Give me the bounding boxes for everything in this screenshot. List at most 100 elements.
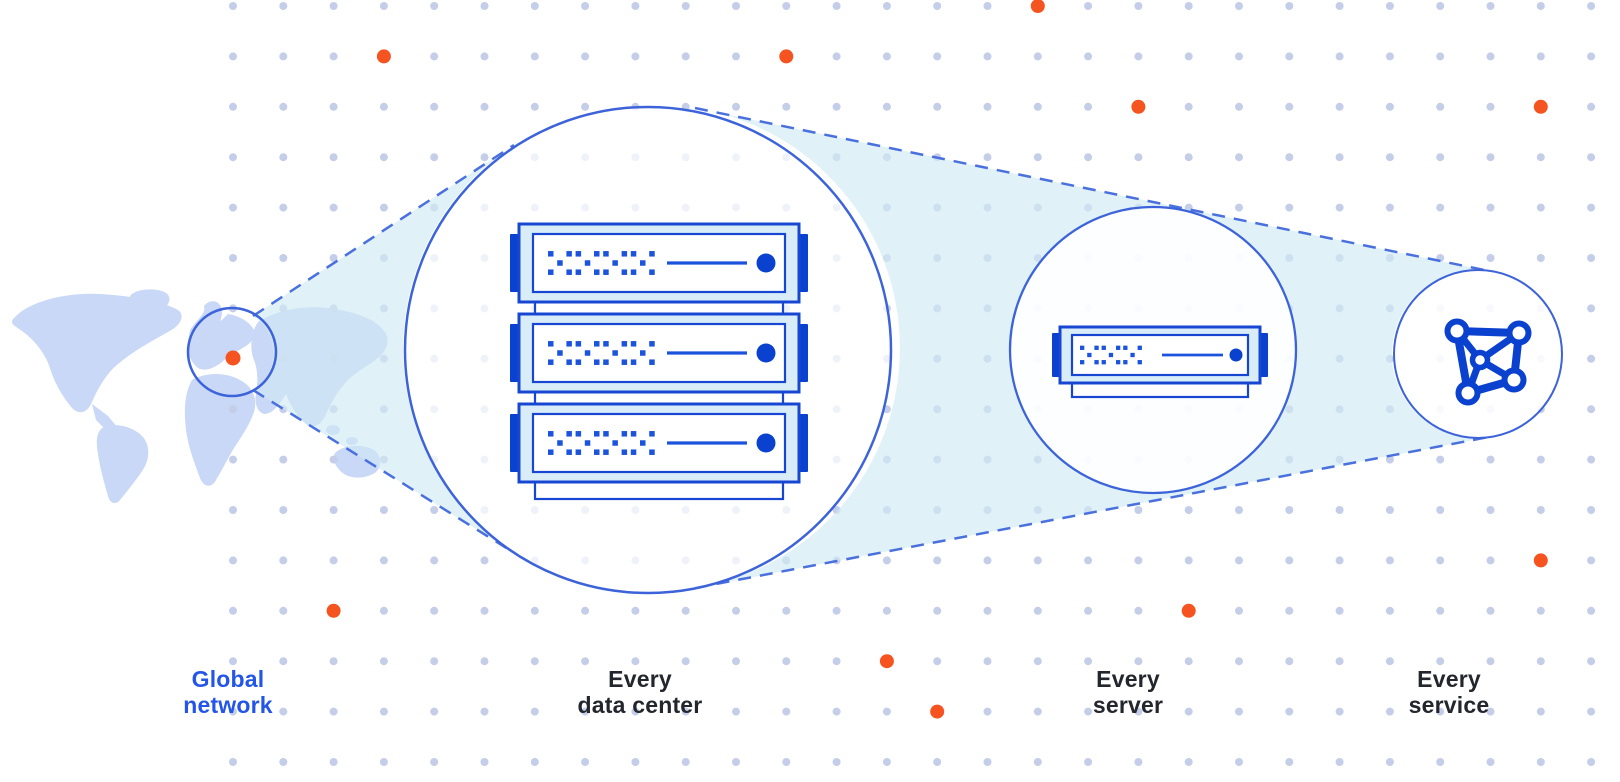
grid-dot bbox=[882, 707, 891, 716]
zoom-cone-left bbox=[253, 145, 514, 549]
grid-dot bbox=[782, 707, 791, 716]
indicator-dot bbox=[756, 343, 776, 363]
grid-dot bbox=[1285, 203, 1294, 212]
led-square bbox=[603, 359, 609, 365]
location-dot bbox=[225, 350, 241, 366]
grid-dot bbox=[832, 707, 841, 716]
grid-dot bbox=[832, 606, 841, 615]
led-square bbox=[603, 449, 609, 455]
zoom-dashed-lines bbox=[252, 106, 1495, 590]
grid-dot bbox=[1335, 203, 1344, 212]
grid-dot bbox=[832, 52, 841, 61]
grid-dot bbox=[379, 506, 388, 514]
label-every-data-center: Every data center bbox=[578, 666, 703, 718]
grid-dot bbox=[1385, 455, 1394, 464]
grid-dot bbox=[329, 102, 338, 111]
accent-dot bbox=[1030, 0, 1045, 13]
grid-dot bbox=[229, 657, 237, 666]
grid-dot bbox=[681, 606, 690, 615]
grid-dot bbox=[1587, 254, 1596, 262]
grid-dot bbox=[1033, 707, 1042, 716]
led-square bbox=[1108, 352, 1114, 358]
grid-dot bbox=[1184, 506, 1193, 514]
grid-dot bbox=[430, 52, 439, 61]
grid-dot bbox=[229, 2, 237, 10]
grid-dot bbox=[1587, 153, 1596, 162]
grid-dot bbox=[1235, 657, 1243, 666]
grid-dot bbox=[732, 2, 740, 10]
grid-dot bbox=[983, 758, 992, 766]
led-square bbox=[640, 440, 646, 446]
led-square bbox=[630, 431, 637, 437]
grid-dot bbox=[329, 657, 338, 666]
led-square bbox=[649, 449, 655, 455]
led-square bbox=[612, 260, 618, 266]
led-square bbox=[1137, 345, 1142, 350]
led-square bbox=[548, 251, 554, 257]
led-square bbox=[1123, 360, 1128, 365]
grid-dot bbox=[1184, 52, 1193, 61]
grid-dot bbox=[1587, 506, 1596, 514]
grid-dot bbox=[329, 506, 338, 514]
continent bbox=[96, 425, 149, 504]
dashed-line bbox=[694, 434, 1495, 590]
continent bbox=[184, 374, 256, 486]
grid-dot bbox=[1436, 455, 1445, 464]
grid-dot bbox=[279, 657, 288, 666]
grid-dot bbox=[1436, 52, 1445, 61]
grid-dot bbox=[631, 606, 640, 615]
grid-dot bbox=[782, 102, 791, 111]
grid-dot bbox=[1285, 102, 1294, 111]
grid-dot bbox=[229, 506, 237, 514]
label-every-service: Every service bbox=[1409, 666, 1490, 718]
grid-dot bbox=[983, 52, 992, 61]
led-square bbox=[548, 269, 554, 275]
grid-dot bbox=[631, 52, 640, 61]
grid-dot bbox=[1436, 606, 1445, 615]
grid-dot bbox=[430, 707, 439, 716]
grid-dot bbox=[1033, 606, 1042, 615]
grid-dot bbox=[732, 657, 740, 666]
led-square bbox=[566, 251, 572, 257]
grid-dot bbox=[1536, 657, 1545, 666]
grid-dot bbox=[882, 2, 891, 10]
grid-dot bbox=[480, 52, 489, 61]
grid-dot bbox=[1536, 707, 1545, 716]
label-global-network: Global network bbox=[183, 666, 273, 718]
grid-dot bbox=[229, 153, 237, 162]
led-square bbox=[566, 269, 572, 275]
led-square bbox=[640, 350, 646, 356]
grid-dot bbox=[933, 556, 942, 565]
grid-dot bbox=[933, 657, 942, 666]
server-stack bbox=[510, 222, 808, 501]
grid-dot bbox=[1385, 707, 1394, 716]
grid-dot bbox=[983, 102, 992, 111]
grid-dot bbox=[732, 707, 740, 716]
grid-dot bbox=[1385, 203, 1394, 212]
led-square bbox=[1130, 352, 1135, 358]
label-every-server: Every server bbox=[1093, 666, 1163, 718]
led-square bbox=[594, 431, 600, 437]
led-square bbox=[1094, 345, 1099, 350]
led-square bbox=[566, 359, 572, 365]
grid-dot bbox=[933, 102, 942, 111]
grid-dot bbox=[1436, 758, 1445, 766]
grid-dot bbox=[1235, 153, 1243, 162]
grid-dot bbox=[882, 758, 891, 766]
grid-dot bbox=[1587, 304, 1596, 313]
led-square bbox=[594, 341, 600, 347]
grid-dot bbox=[1184, 707, 1193, 716]
grid-dot bbox=[229, 52, 237, 61]
grid-dot bbox=[1536, 506, 1545, 514]
led-square bbox=[1137, 360, 1142, 365]
grid-dot bbox=[782, 606, 791, 615]
grid-dot bbox=[430, 153, 439, 162]
grid-dot bbox=[1084, 102, 1093, 111]
grid-dot bbox=[1385, 506, 1394, 514]
led-square bbox=[1087, 352, 1092, 358]
grid-dot bbox=[1587, 405, 1596, 414]
grid-dot bbox=[1285, 606, 1294, 615]
grid-dot bbox=[379, 556, 388, 565]
grid-dot bbox=[229, 203, 237, 212]
